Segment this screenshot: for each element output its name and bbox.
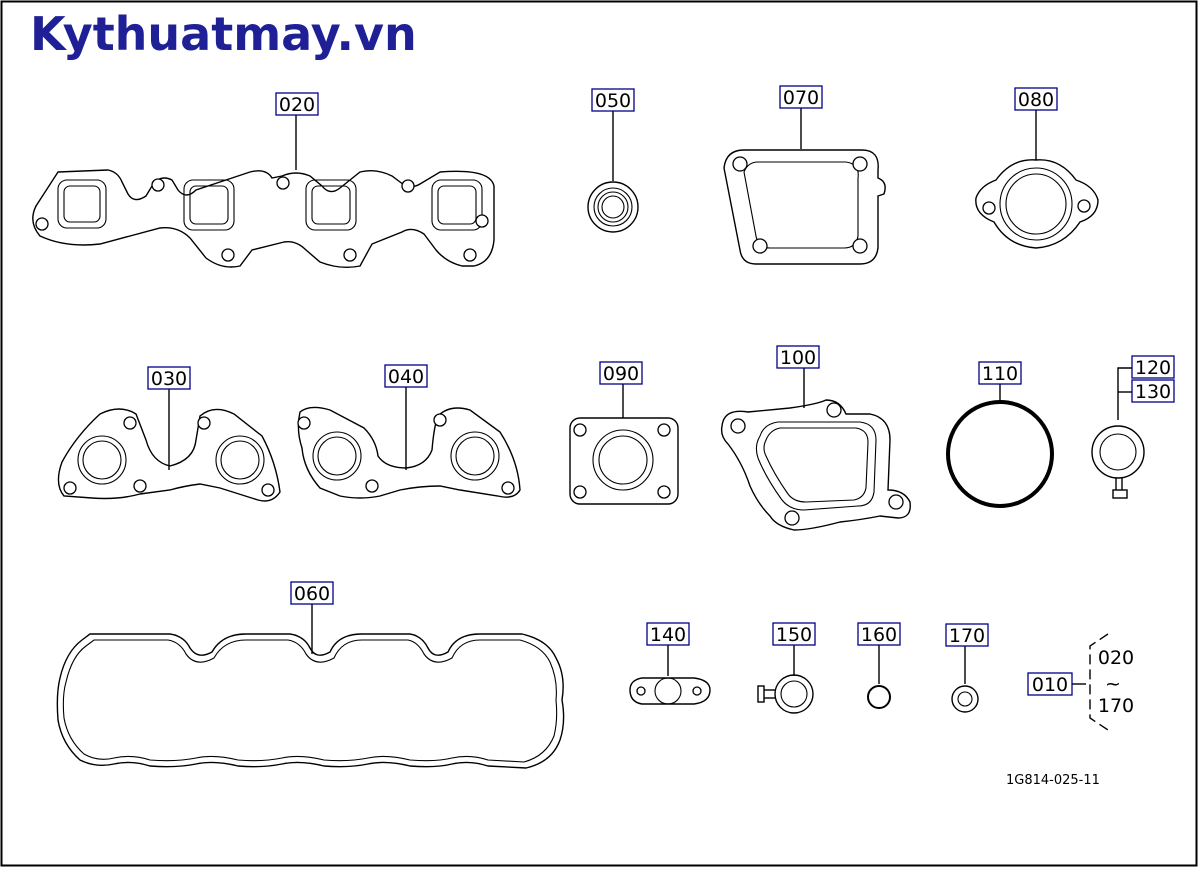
kit-bracket	[1072, 633, 1109, 731]
callout-070[interactable]: 070	[779, 85, 823, 109]
part-150-clamp[interactable]	[757, 645, 814, 714]
svg-text:010: 010	[1032, 674, 1068, 696]
svg-text:110: 110	[982, 363, 1018, 385]
part-060-head-cover-gasket[interactable]	[56, 604, 565, 769]
part-020-manifold-gasket[interactable]	[32, 115, 495, 269]
part-170-washer[interactable]	[951, 646, 979, 713]
svg-text:040: 040	[388, 366, 424, 388]
part-040-gasket[interactable]	[297, 387, 521, 499]
part-080-gasket[interactable]	[975, 110, 1099, 249]
svg-text:090: 090	[603, 363, 639, 385]
callout-020[interactable]: 020	[275, 92, 319, 116]
part-090-gasket[interactable]	[569, 384, 679, 505]
part-100-gasket[interactable]	[720, 368, 911, 531]
kit-range-tilde: ~	[1105, 673, 1121, 695]
svg-text:170: 170	[949, 625, 985, 647]
svg-text:100: 100	[780, 347, 816, 369]
kit-range-to: 170	[1098, 695, 1134, 717]
callout-050[interactable]: 050	[591, 88, 635, 112]
svg-text:160: 160	[861, 624, 897, 646]
callout-110[interactable]: 110	[978, 361, 1022, 385]
part-120-130-ring[interactable]	[1091, 367, 1145, 499]
diagram-code: 1G814-025-11	[1006, 773, 1100, 788]
callout-160[interactable]: 160	[857, 622, 901, 646]
svg-text:150: 150	[776, 624, 812, 646]
svg-text:140: 140	[650, 624, 686, 646]
callout-140[interactable]: 140	[646, 622, 690, 646]
part-030-gasket[interactable]	[57, 389, 281, 502]
svg-text:060: 060	[294, 583, 330, 605]
part-110-o-ring[interactable]	[946, 384, 1054, 508]
svg-text:080: 080	[1018, 89, 1054, 111]
svg-text:130: 130	[1135, 381, 1171, 403]
svg-text:050: 050	[595, 90, 631, 112]
callout-130[interactable]: 130	[1131, 379, 1175, 403]
callout-030[interactable]: 030	[147, 366, 191, 390]
callout-080[interactable]: 080	[1014, 87, 1058, 111]
part-160-o-ring[interactable]	[867, 645, 891, 709]
svg-text:120: 120	[1135, 357, 1171, 379]
callout-090[interactable]: 090	[599, 361, 643, 385]
brand-watermark: Kythuatmay.vn	[30, 7, 417, 61]
callout-010[interactable]: 010	[1027, 672, 1073, 696]
part-070-gasket[interactable]	[723, 108, 886, 265]
callout-060[interactable]: 060	[290, 581, 334, 605]
kit-range-from: 020	[1098, 647, 1134, 669]
callout-100[interactable]: 100	[776, 345, 820, 369]
part-050-seal[interactable]	[587, 111, 639, 233]
part-140-gasket[interactable]	[629, 645, 711, 705]
svg-text:020: 020	[279, 94, 315, 116]
callout-120[interactable]: 120	[1131, 355, 1175, 379]
callout-040[interactable]: 040	[384, 364, 428, 388]
svg-text:070: 070	[783, 87, 819, 109]
callout-170[interactable]: 170	[945, 623, 989, 647]
callout-150[interactable]: 150	[772, 622, 816, 646]
svg-text:030: 030	[151, 368, 187, 390]
